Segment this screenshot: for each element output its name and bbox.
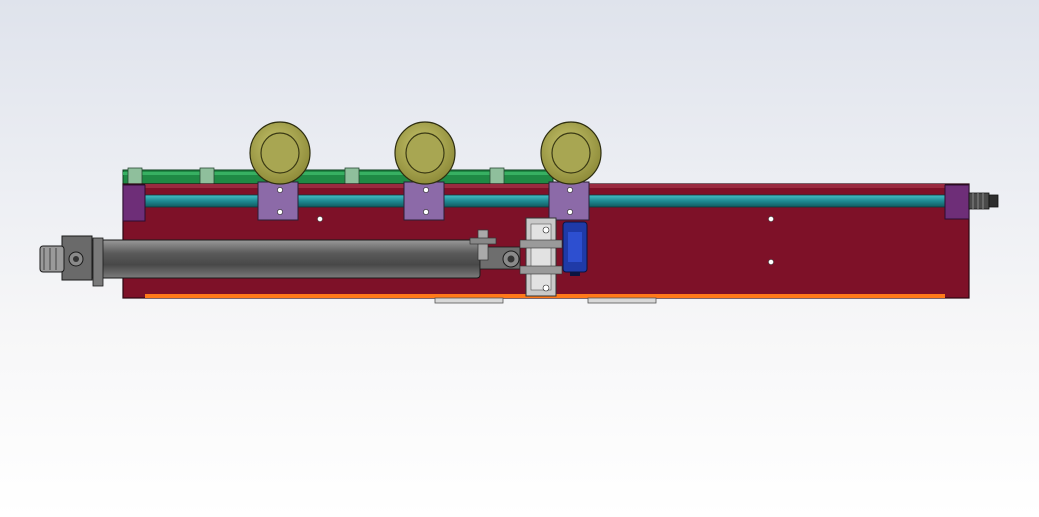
bottom-feet <box>434 297 657 304</box>
mounting-holes <box>317 216 774 265</box>
left-end-block <box>122 184 146 222</box>
right-end-fitting <box>968 192 999 210</box>
mount-bracket <box>519 217 563 297</box>
right-end-block <box>944 184 970 220</box>
top-edge <box>145 184 945 188</box>
roller-assembly-2 <box>394 121 456 221</box>
pneumatic-cylinder <box>87 229 521 279</box>
cylinder-left-fitting <box>39 235 104 287</box>
roller-assembly-1 <box>249 121 311 221</box>
green-rail <box>122 167 554 187</box>
rail-clamps <box>127 167 505 187</box>
blue-valve <box>562 221 588 276</box>
roller-assembly-3 <box>540 121 602 221</box>
